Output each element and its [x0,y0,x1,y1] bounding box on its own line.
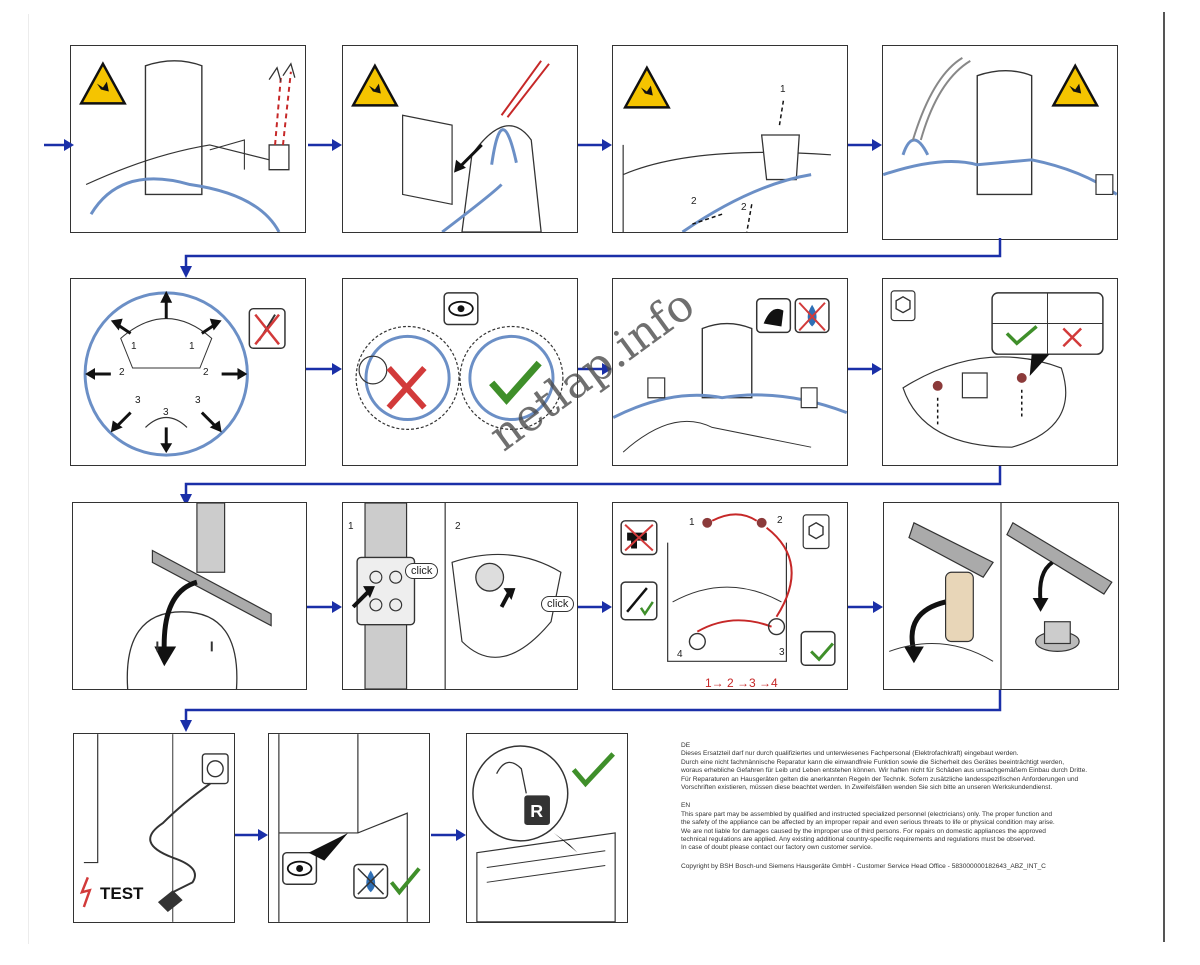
disclaimer-block: DE Dieses Ersatzteil darf nur durch qual… [681,742,1121,871]
step-12-illustration [889,503,1113,689]
step-11-illustration [620,513,836,666]
en-line: In case of doubt please contact our fact… [681,844,873,852]
step-1-panel [70,45,306,233]
step-11-label-4: 4 [677,649,683,660]
step-15-panel: R [466,733,628,923]
step-8-illustration [890,290,1104,448]
flow-arrow-14-15 [431,829,466,841]
step-11-label-1: 1 [689,517,695,528]
eye-icon [443,292,479,326]
step-3-illustration [622,65,831,232]
de-line: Für Reparaturen an Hausgeräten gelten di… [681,775,1079,783]
torx-icon [890,290,916,322]
de-heading: DE [681,742,691,749]
de-line: Durch eine nicht fachmännische Reparatur… [681,758,1065,766]
step-5-label-2a: 2 [119,367,125,378]
step-13-panel: TEST [73,733,235,923]
en-heading: EN [681,802,691,810]
step-11-sequence: 1→ 2 →3 →4 [705,676,778,690]
sheet-left-edge [28,14,29,944]
flow-arrow-5-6 [306,363,342,375]
flow-arrow-13-14 [235,829,268,841]
flow-return-row-2 [180,466,1002,506]
en-line: We are not liable for damages caused by … [681,827,1046,835]
step-9-illustration [126,503,272,689]
no-drill-icon [620,520,658,556]
step-10-label-1: 1 [348,521,354,532]
step-5-label-3a: 3 [135,395,141,406]
no-tool-icon [248,307,286,349]
step-10-panel: 1 2 click click [342,502,578,690]
step-5-label-2b: 2 [203,367,209,378]
click-label-1: click [405,563,439,579]
copyright: Copyright by BSH Bosch-und Siemens Hausg… [681,862,1046,870]
sheet-right-edge [1163,12,1165,942]
flow-arrow-6-7 [578,363,612,375]
step-8-panel [882,278,1118,466]
flow-arrow-3-4 [848,139,882,151]
step-11-panel: 1 2 3 4 1→ 2 →3 →4 [612,502,848,690]
test-label: TEST [100,884,144,903]
step-5-label-1a: 1 [131,341,137,352]
flow-return-row-1 [180,238,1002,278]
step-11-label-3: 3 [779,647,785,658]
no-water-icon [794,298,830,334]
step-7-illustration [613,298,847,453]
step-4-panel [882,45,1118,240]
de-line: Vorschriften existieren, müssen diese be… [681,784,1053,792]
flow-arrow-10-11 [578,601,612,613]
screwdriver-icon [620,581,658,621]
flow-arrow-in [44,139,74,151]
warning-icon [623,65,671,109]
eye-icon [282,851,318,886]
click-label-2: click [541,596,575,612]
flow-arrow-9-10 [307,601,342,613]
wrong-seal [355,325,460,430]
step-13-illustration [79,734,229,922]
flow-arrow-7-8 [848,363,882,375]
en-line: the safety of the appliance can be affec… [681,819,1055,827]
step-14-panel [268,733,430,923]
step-10-label-2: 2 [455,521,461,532]
flow-arrow-1-2 [308,139,342,151]
step-2-panel [342,45,578,233]
warning-icon [1051,63,1100,107]
step-10-illustration [351,503,562,689]
step-14-illustration [278,734,421,922]
torx-icon [802,514,830,550]
en-line: technical regulations are applied. Any e… [681,836,1036,844]
step-3-label-2b: 2 [741,202,747,213]
step-4-illustration [883,57,1117,196]
warning-icon [79,61,127,105]
step-3-label-2a: 2 [691,196,697,207]
gloves-icon [755,298,792,334]
de-line: woraus erhebliche Gefahren für Leib und … [681,767,1088,775]
svg-text:R: R [530,801,543,821]
correct-seal [459,325,564,430]
step-5-label-3c: 3 [163,407,169,418]
step-11-label-2: 2 [777,515,783,526]
step-3-label-1: 1 [780,84,786,95]
step-5-illustration [83,290,286,457]
flow-arrow-2-3 [578,139,612,151]
step-1-illustration [79,60,296,232]
step-3-panel: 1 2 2 [612,45,848,233]
step-2-illustration [351,60,550,232]
step-9-panel [72,502,307,690]
step-7-panel [612,278,848,466]
flow-return-row-3 [180,690,1002,732]
step-6-panel [342,278,578,466]
water-check-icon [353,863,389,899]
de-line: Dieses Ersatzteil darf nur durch qualifi… [681,750,1019,758]
flow-arrow-11-12 [848,601,883,613]
step-12-panel [883,502,1119,690]
step-5-panel: 1 2 3 1 2 3 3 [70,278,306,466]
step-6-illustration [355,292,564,430]
socket-icon [201,753,229,785]
step-5-label-1b: 1 [189,341,195,352]
step-15-illustration: R [472,745,616,922]
warning-icon [351,63,399,107]
en-line: This spare part may be assembled by qual… [681,810,1053,818]
step-5-label-3b: 3 [195,395,201,406]
